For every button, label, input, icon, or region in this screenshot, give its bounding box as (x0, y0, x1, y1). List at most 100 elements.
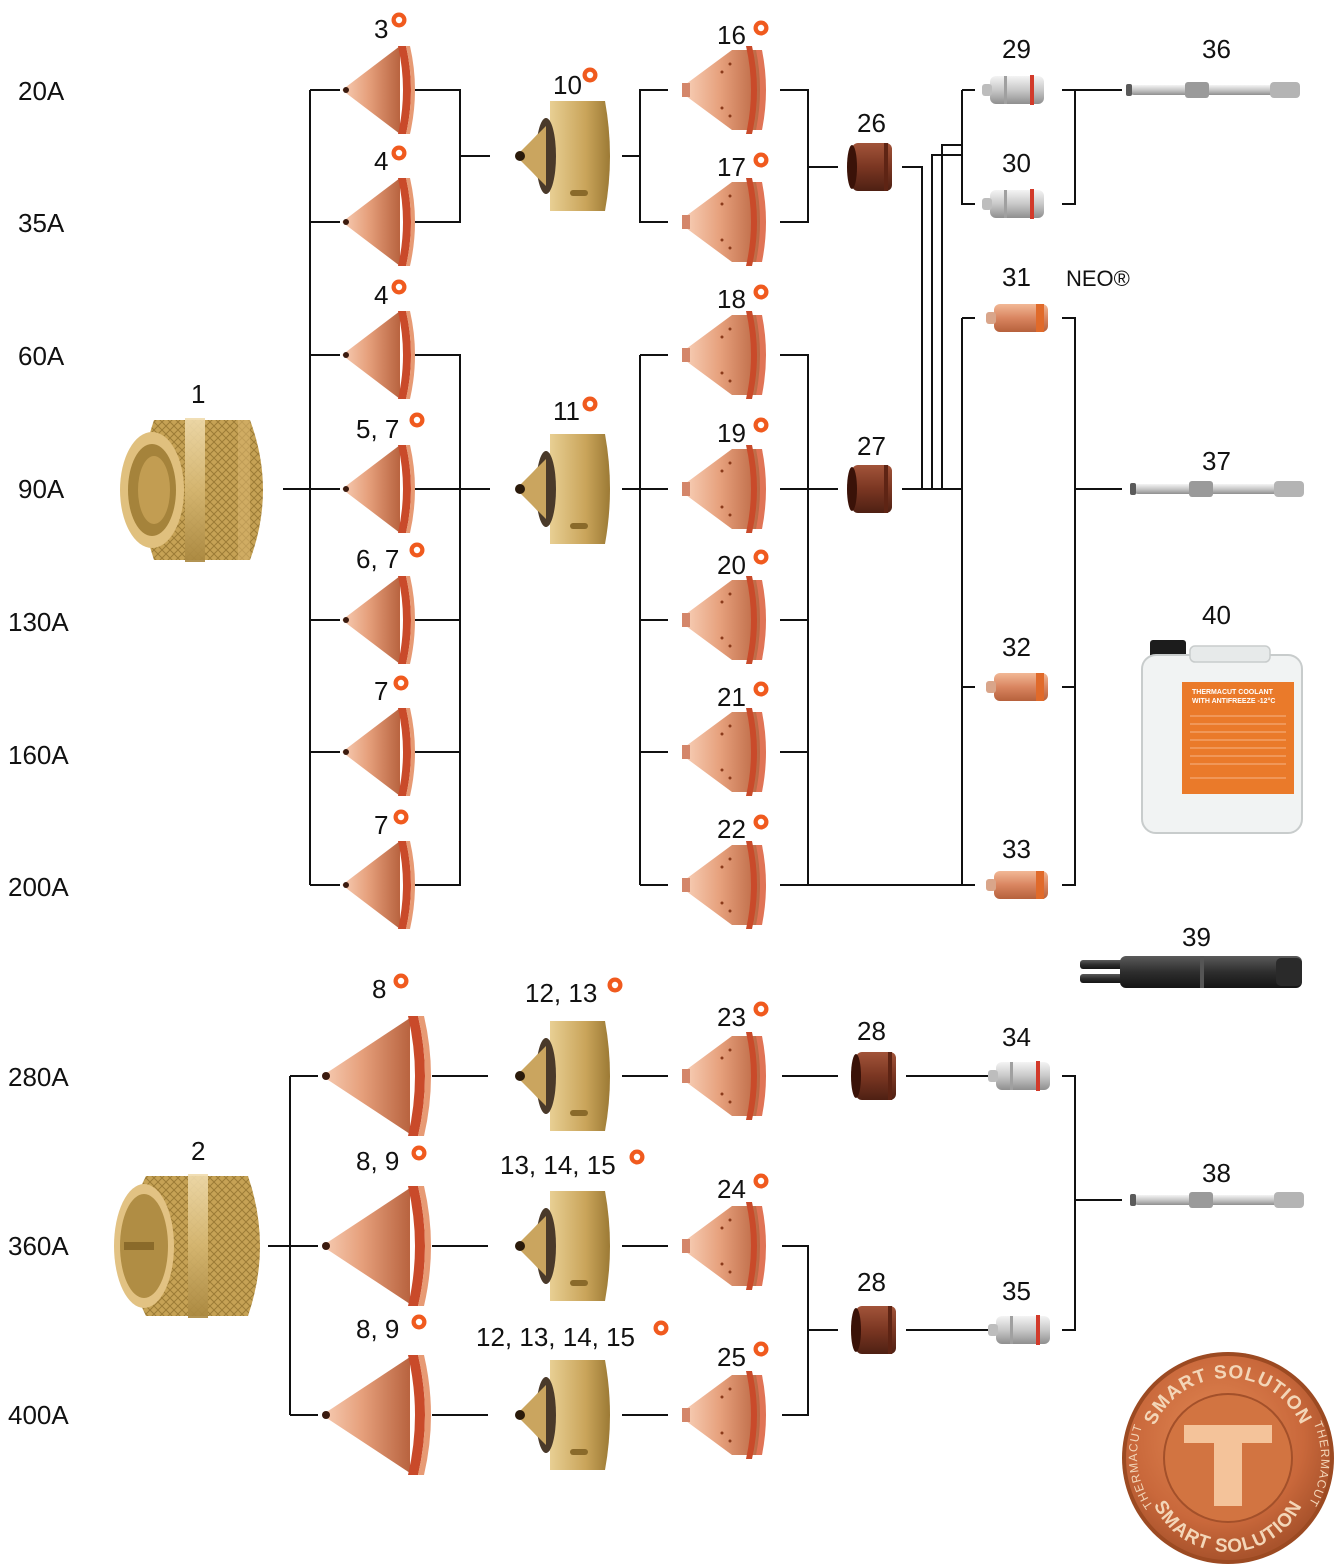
amperage-160a: 160A (8, 740, 69, 770)
label-part-37: 37 (1202, 446, 1231, 476)
label-part-1: 1 (191, 379, 205, 409)
label-part-8-9a: 8, 9 (356, 1146, 399, 1176)
shield-cap-4b (342, 311, 415, 399)
label-part-7a: 7 (374, 676, 388, 706)
amperage-20a: 20A (18, 76, 65, 106)
label-part-26: 26 (857, 108, 886, 138)
electrode-33 (986, 871, 1048, 899)
label-part-23: 23 (717, 1002, 746, 1032)
label-part-5-7: 5, 7 (356, 414, 399, 444)
label-part-34: 34 (1002, 1022, 1031, 1052)
nozzle-23 (682, 1032, 766, 1120)
thermacut-logo-icon (1184, 1425, 1272, 1506)
label-part-18: 18 (717, 284, 746, 314)
cooling-tube-38 (1130, 1192, 1304, 1208)
shield-retainer-12-13 (515, 1021, 610, 1131)
cooling-tube-36 (1126, 82, 1300, 98)
nozzle-25 (682, 1371, 766, 1459)
nozzle-17 (682, 178, 766, 266)
amperage-200a: 200A (8, 872, 69, 902)
shield-retainer-13-14-15 (515, 1191, 610, 1301)
nozzle-16 (682, 46, 766, 134)
label-part-7b: 7 (374, 810, 388, 840)
neo-label: NEO® (1066, 266, 1130, 291)
label-part-36: 36 (1202, 34, 1231, 64)
shield-cap-6-7 (342, 576, 415, 664)
label-part-24: 24 (717, 1174, 746, 1204)
label-part-40: 40 (1202, 600, 1231, 630)
cooling-tube-37 (1130, 481, 1304, 497)
label-part-2: 2 (191, 1136, 205, 1166)
label-part-29: 29 (1002, 34, 1031, 64)
label-part-39: 39 (1182, 922, 1211, 952)
coolant-canister-40: THERMACUT COOLANT WITH ANTIFREEZE -12°C (1141, 640, 1303, 834)
label-part-4b: 4 (374, 280, 388, 310)
shield-cap-8 (322, 1016, 431, 1136)
amperage-90a: 90A (18, 474, 65, 504)
swirl-ring-28b (851, 1306, 896, 1354)
electrode-35 (988, 1315, 1050, 1345)
electrode-34 (988, 1061, 1050, 1091)
label-part-21: 21 (717, 682, 746, 712)
label-part-16: 16 (717, 20, 746, 50)
electrode-31 (986, 304, 1048, 332)
label-part-4a: 4 (374, 146, 388, 176)
label-part-8-9b: 8, 9 (356, 1314, 399, 1344)
label-part-38: 38 (1202, 1158, 1231, 1188)
label-part-19: 19 (717, 418, 746, 448)
label-part-6-7: 6, 7 (356, 544, 399, 574)
label-part-13-14-15: 13, 14, 15 (500, 1150, 616, 1180)
shield-cap-4a (342, 178, 415, 266)
label-part-12-13: 12, 13 (525, 978, 597, 1008)
shield-cap-5-7 (342, 445, 415, 533)
amperage-360a: 360A (8, 1231, 69, 1261)
shield-retainer-11 (515, 434, 610, 544)
retaining-cap-2 (114, 1174, 260, 1318)
electrode-32 (986, 673, 1048, 701)
amperage-400a: 400A (8, 1400, 69, 1430)
label-part-25: 25 (717, 1342, 746, 1372)
label-part-35: 35 (1002, 1276, 1031, 1306)
connector-lines (268, 89, 1122, 1416)
shield-cap-7a (342, 708, 415, 796)
label-part-12-13-14-15: 12, 13, 14, 15 (476, 1322, 635, 1352)
torch-tool-39 (1080, 956, 1302, 988)
label-part-22: 22 (717, 814, 746, 844)
label-part-20: 20 (717, 550, 746, 580)
amperage-35a: 35A (18, 208, 65, 238)
amperage-labels: 20A 35A 60A 90A 130A 160A 200A 280A 360A… (8, 76, 69, 1430)
coolant-label-title: THERMACUT COOLANT (1192, 689, 1274, 696)
label-part-8: 8 (372, 974, 386, 1004)
amperage-280a: 280A (8, 1062, 69, 1092)
shield-cap-8-9b (322, 1355, 431, 1475)
shield-cap-7b (342, 841, 415, 929)
label-part-27: 27 (857, 431, 886, 461)
electrode-29 (982, 75, 1044, 105)
nozzle-19 (682, 445, 766, 533)
label-part-10: 10 (553, 70, 582, 100)
label-part-28a: 28 (857, 1016, 886, 1046)
shield-cap-3 (342, 46, 415, 134)
nozzle-20 (682, 576, 766, 664)
shield-retainer-10 (515, 101, 610, 211)
label-part-31: 31 (1002, 262, 1031, 292)
label-part-28b: 28 (857, 1267, 886, 1297)
label-part-11: 11 (553, 396, 580, 426)
label-part-30: 30 (1002, 148, 1031, 178)
electrode-30 (982, 189, 1044, 219)
nozzle-18 (682, 311, 766, 399)
amperage-130a: 130A (8, 607, 69, 637)
nozzle-24 (682, 1202, 766, 1290)
swirl-ring-26 (847, 143, 892, 191)
nozzle-21 (682, 708, 766, 796)
coolant-label-sub: WITH ANTIFREEZE -12°C (1192, 697, 1275, 705)
label-part-3: 3 (374, 14, 388, 44)
label-part-17: 17 (717, 152, 746, 182)
label-part-32: 32 (1002, 632, 1031, 662)
swirl-ring-27 (847, 465, 892, 513)
amperage-60a: 60A (18, 341, 65, 371)
nozzle-22 (682, 841, 766, 929)
retaining-cap-1 (120, 418, 263, 562)
label-part-33: 33 (1002, 834, 1031, 864)
